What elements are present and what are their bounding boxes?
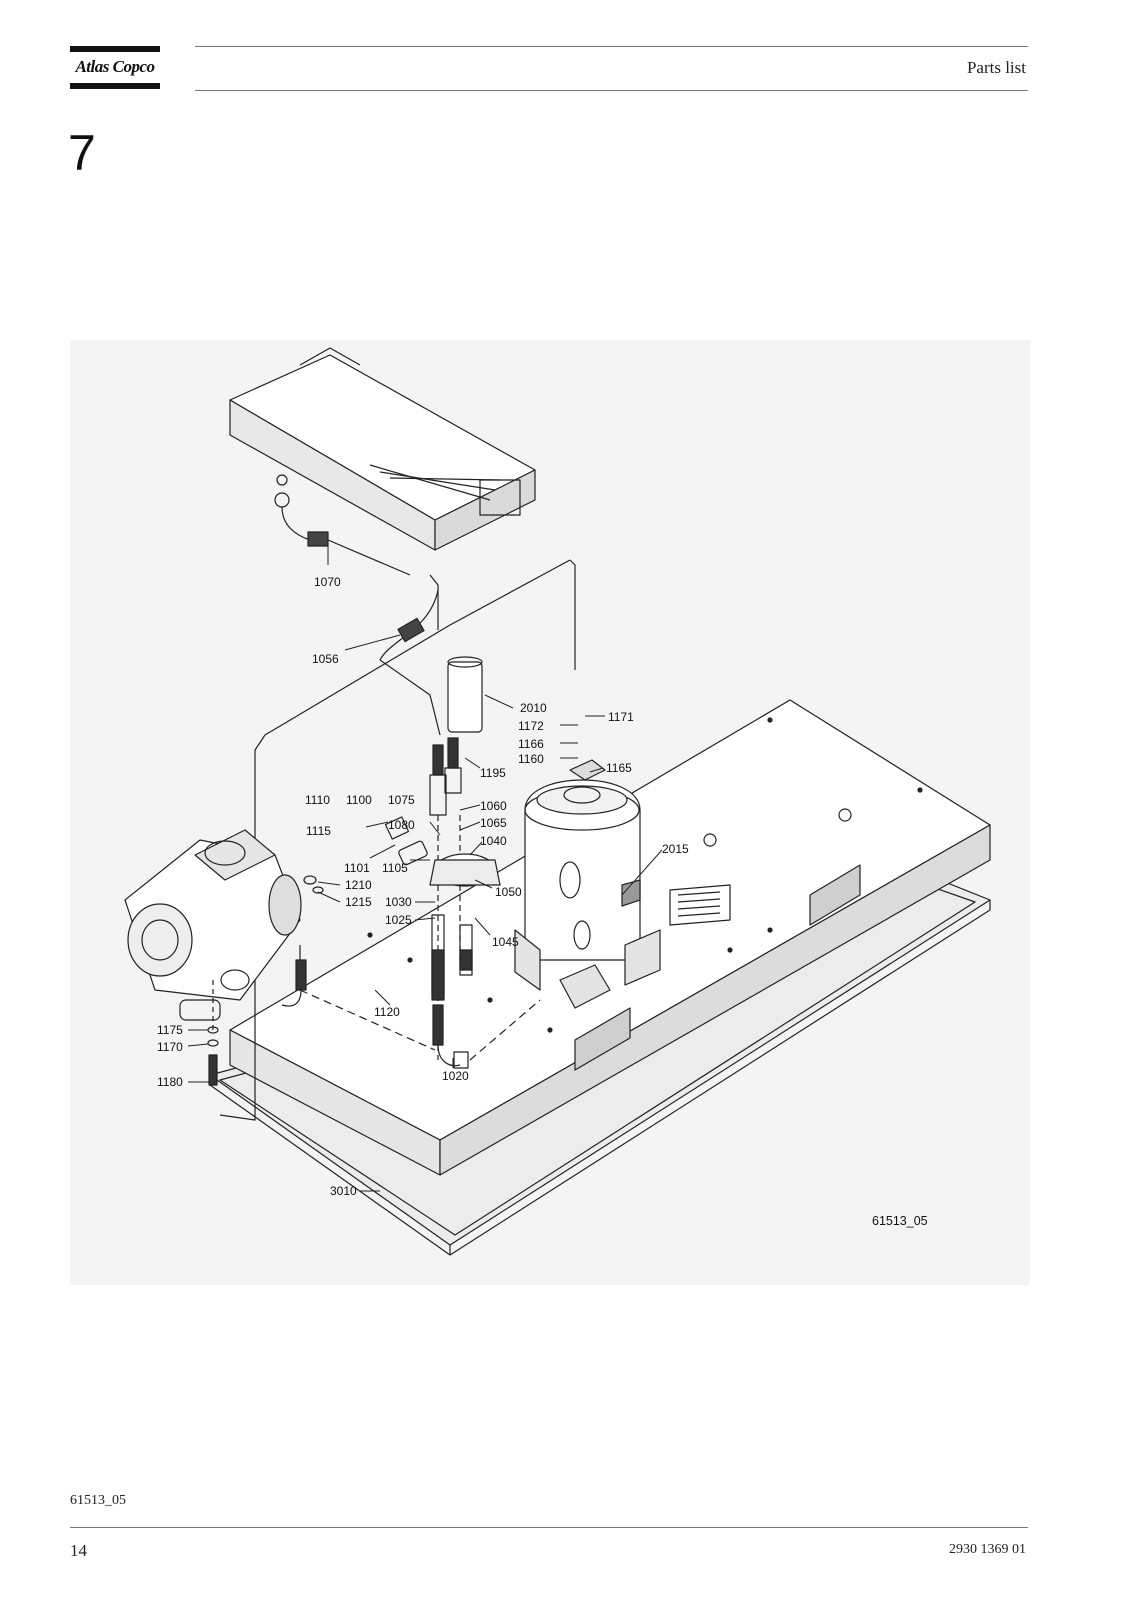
callout-1065: 1065 (480, 816, 507, 830)
logo-brand-text: Atlas Copco (75, 57, 155, 76)
callout-1120: 1120 (374, 1005, 400, 1019)
oil-filter (447, 656, 483, 733)
oil-cooler (229, 347, 536, 551)
figure-caption: 61513_05 (70, 1493, 126, 1508)
logo-bar-top (70, 46, 160, 52)
thermostat-housing (384, 816, 501, 887)
callout-leaders (187, 545, 663, 1192)
callout-1180: 1180 (157, 1075, 183, 1089)
hose-1070 (274, 474, 411, 576)
callout-1070: 1070 (314, 575, 341, 589)
callout-1170: 1170 (157, 1040, 183, 1054)
callout-1040: 1040 (480, 834, 507, 848)
callout-1101: 1101 (344, 861, 370, 875)
callout-1115: 1115 (306, 824, 331, 838)
footer-rule (70, 1527, 1028, 1528)
header-rule-bottom (195, 90, 1028, 91)
callout-1105: 1105 (382, 861, 408, 875)
oil-separator-vessel (514, 759, 661, 1009)
callout-1195: 1195 (480, 766, 506, 780)
data-plate (669, 884, 731, 926)
parts-drawing-svg: 1070 1056 2010 1171 1172 1166 1160 1195 … (124, 347, 991, 1256)
callout-1110: 1110 (305, 793, 330, 807)
callout-1025: 1025 (385, 913, 412, 927)
callout-1171: 1171 (608, 710, 634, 724)
callout-1056: 1056 (312, 652, 339, 666)
document-number: 2930 1369 01 (949, 1542, 1026, 1557)
atlas-copco-logo: Atlas Copco (70, 46, 160, 91)
section-number: 7 (68, 125, 96, 181)
page-number: 14 (70, 1541, 87, 1560)
callout-labels: 1070 1056 2010 1171 1172 1166 1160 1195 … (157, 575, 689, 1198)
callout-1100: 1100 (346, 793, 372, 807)
callout-1045: 1045 (492, 935, 519, 949)
header-rule-top (195, 46, 1028, 47)
callout-1165: 1165 (606, 761, 632, 775)
callout-2010: 2010 (520, 701, 547, 715)
vertical-fittings (429, 737, 473, 1069)
callout-1175: 1175 (157, 1023, 183, 1037)
parts-drawing: 1070 1056 2010 1171 1172 1166 1160 1195 … (70, 340, 1030, 1285)
callout-1080: 1080 (388, 818, 415, 832)
callout-1060: 1060 (480, 799, 507, 813)
header-title: Parts list (966, 58, 1026, 77)
figure-id: 61513_05 (872, 1214, 928, 1228)
callout-1210: 1210 (345, 878, 372, 892)
compressor-element (124, 829, 302, 1021)
logo-bar-bottom (70, 83, 160, 89)
callout-1172: 1172 (518, 719, 544, 733)
pipe-network (219, 559, 576, 1121)
callout-1215: 1215 (345, 895, 372, 909)
pipe-1120 (281, 945, 541, 1061)
callout-1020: 1020 (442, 1069, 469, 1083)
callout-2015: 2015 (662, 842, 689, 856)
callout-1075: 1075 (388, 793, 415, 807)
callout-1050: 1050 (495, 885, 522, 899)
callout-1160: 1160 (518, 752, 544, 766)
callout-3010: 3010 (330, 1184, 357, 1198)
callout-1030: 1030 (385, 895, 412, 909)
callout-1166: 1166 (518, 737, 544, 751)
